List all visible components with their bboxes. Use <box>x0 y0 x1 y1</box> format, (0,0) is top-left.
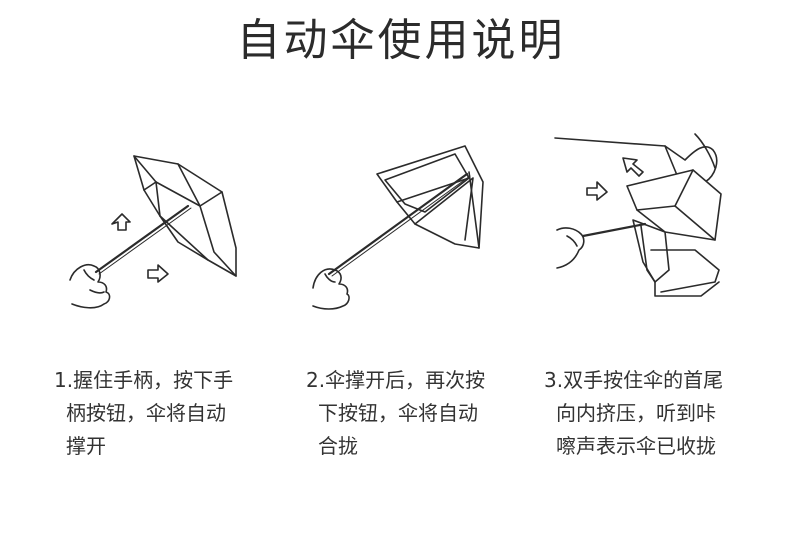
step-line: 合拢 <box>318 434 358 458</box>
page-title: 自动伞使用说明 <box>236 15 566 66</box>
hand-icon <box>556 227 585 269</box>
step-line: 下按钮，伞将自动 <box>318 401 478 425</box>
fold-umbrella-illustration <box>545 120 745 320</box>
arrow-icon <box>622 157 644 177</box>
step-line: 柄按钮，伞将自动 <box>66 401 226 425</box>
step-line: 2.伞撑开后，再次按 <box>306 368 486 392</box>
step-line: 嚓声表示伞已收拢 <box>556 434 716 458</box>
step-line: 撑开 <box>66 434 106 458</box>
hand-icon <box>69 264 111 309</box>
closing-umbrella-illustration <box>305 120 505 320</box>
step-3-text: 3.双手按住伞的首尾 向内挤压，听到咔 嚓声表示伞已收拢 <box>544 364 723 463</box>
step-line: 3.双手按住伞的首尾 <box>544 368 724 392</box>
arrow-icon <box>586 181 608 201</box>
hand-icon <box>312 268 350 310</box>
arrow-icon <box>147 264 169 283</box>
arrow-icon <box>111 213 131 231</box>
open-umbrella-illustration <box>60 120 260 320</box>
step-line: 1.握住手柄，按下手 <box>54 368 234 392</box>
step-line: 向内挤压，听到咔 <box>556 401 716 425</box>
step-2-text: 2.伞撑开后，再次按 下按钮，伞将自动 合拢 <box>306 364 485 463</box>
step-1-text: 1.握住手柄，按下手 柄按钮，伞将自动 撑开 <box>54 364 233 463</box>
